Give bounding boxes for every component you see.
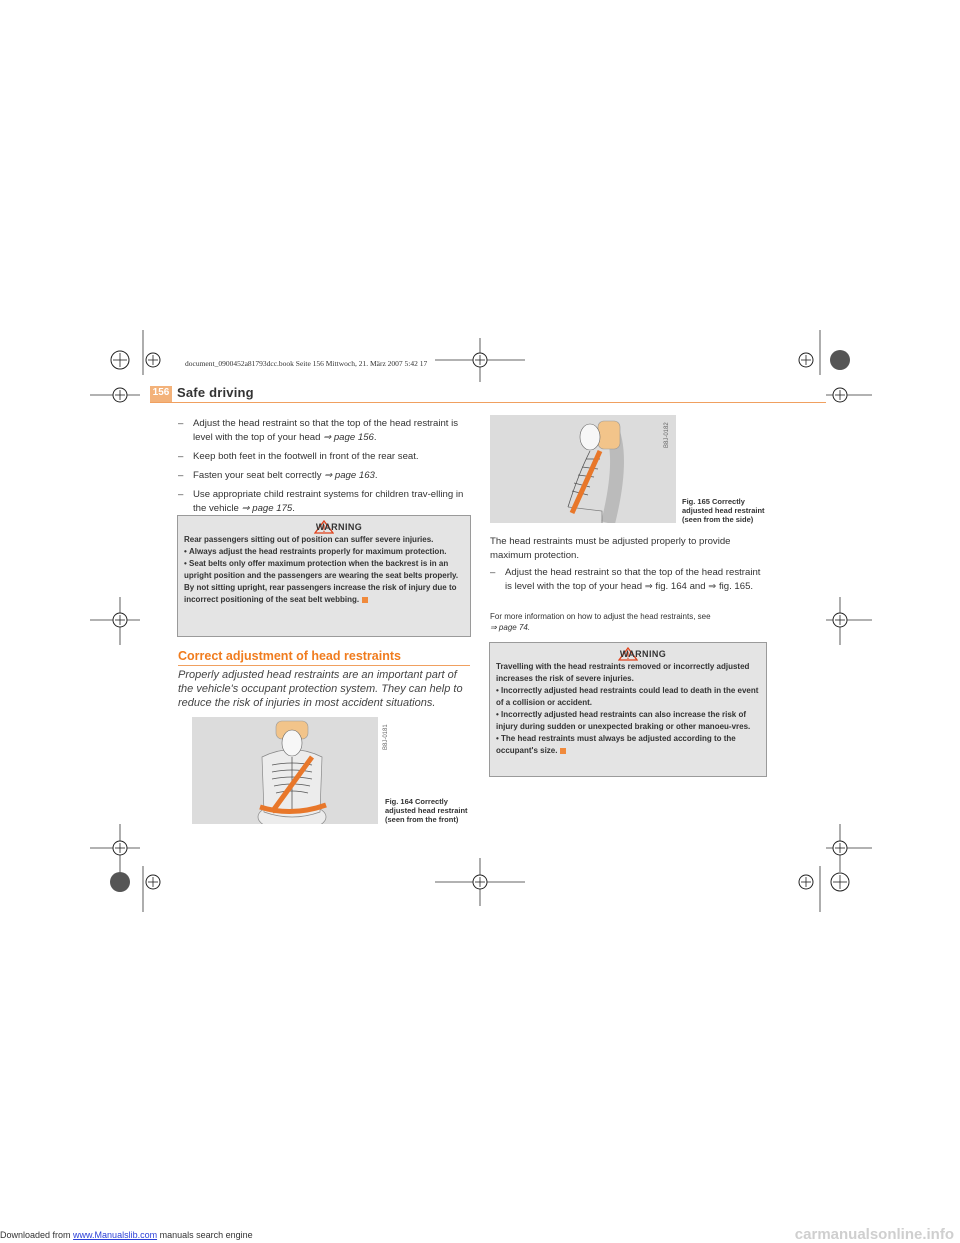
warning-bullet: • Incorrectly adjusted head restraints c… xyxy=(496,686,759,707)
header-rule xyxy=(150,402,826,403)
list-item: –Use appropriate child restraint systems… xyxy=(178,489,464,514)
right-column-text: The head restraints must be adjusted pro… xyxy=(490,535,770,599)
page-number: 156 xyxy=(152,387,170,398)
warning-intro: Travelling with the head restraints remo… xyxy=(496,662,750,683)
end-mark xyxy=(560,747,567,754)
note: For more information on how to adjust th… xyxy=(490,612,711,632)
list-item: –Adjust the head restraint so that the t… xyxy=(178,418,459,443)
footer: Downloaded from www.Manualslib.com manua… xyxy=(0,1230,253,1240)
figure-164 xyxy=(192,717,378,824)
list-item: –Keep both feet in the footwell in front… xyxy=(178,451,419,462)
warning-body: Travelling with the head restraints remo… xyxy=(490,659,766,762)
figure-code: B8J-0182 xyxy=(664,422,670,448)
paragraph: The head restraints must be adjusted pro… xyxy=(490,536,731,561)
section-heading: Correct adjustment of head restraints xyxy=(178,649,401,663)
watermark: carmanualsonline.info xyxy=(794,1226,954,1243)
warning-bullet: • Seat belts only offer maximum protecti… xyxy=(184,559,459,604)
section-intro: Properly adjusted head restraints are an… xyxy=(178,669,463,709)
page-link[interactable]: ⇒ page 163 xyxy=(324,470,375,481)
figure-165 xyxy=(490,415,676,523)
left-column: –Adjust the head restraint so that the t… xyxy=(178,417,470,521)
page-link[interactable]: ⇒ page 156 xyxy=(323,432,374,443)
warning-box: WARNING Rear passengers sitting out of p… xyxy=(177,515,471,637)
page-link[interactable]: ⇒ page 74. xyxy=(490,623,531,632)
warning-body: Rear passengers sitting out of position … xyxy=(178,532,470,611)
page-number-box xyxy=(150,386,172,402)
page-link[interactable]: ⇒ page 175 xyxy=(241,503,293,514)
warning-title: WARNING xyxy=(619,649,667,659)
print-note: document_0900452a81793dcc.book Seite 156… xyxy=(185,359,428,368)
warning-title: WARNING xyxy=(315,522,363,532)
side-view-illustration xyxy=(567,420,625,523)
warning-bullet: • Always adjust the head restraints prop… xyxy=(184,547,447,556)
warning-intro: Rear passengers sitting out of position … xyxy=(184,535,434,544)
figure-code: B8J-0181 xyxy=(383,724,389,750)
front-view-illustration xyxy=(257,720,327,824)
manualslib-link[interactable]: www.Manualslib.com xyxy=(73,1230,158,1240)
list-item: –Adjust the head restraint so that the t… xyxy=(490,567,761,592)
warning-triangle-icon xyxy=(314,520,334,534)
warning-box: WARNING Travelling with the head restrai… xyxy=(489,642,767,777)
warning-bullet: • The head restraints must always be adj… xyxy=(496,734,736,755)
warning-triangle-icon xyxy=(618,647,638,661)
section-title: Safe driving xyxy=(177,385,254,400)
figure-caption: Fig. 165 Correctly adjusted head restrai… xyxy=(682,497,765,524)
end-mark xyxy=(362,596,369,603)
figure-caption: Fig. 164 Correctly adjusted head restrai… xyxy=(385,797,468,824)
heading-rule xyxy=(178,665,470,666)
warning-bullet: • Incorrectly adjusted head restraints c… xyxy=(496,710,751,731)
list-item: –Fasten your seat belt correctly ⇒ page … xyxy=(178,470,378,481)
